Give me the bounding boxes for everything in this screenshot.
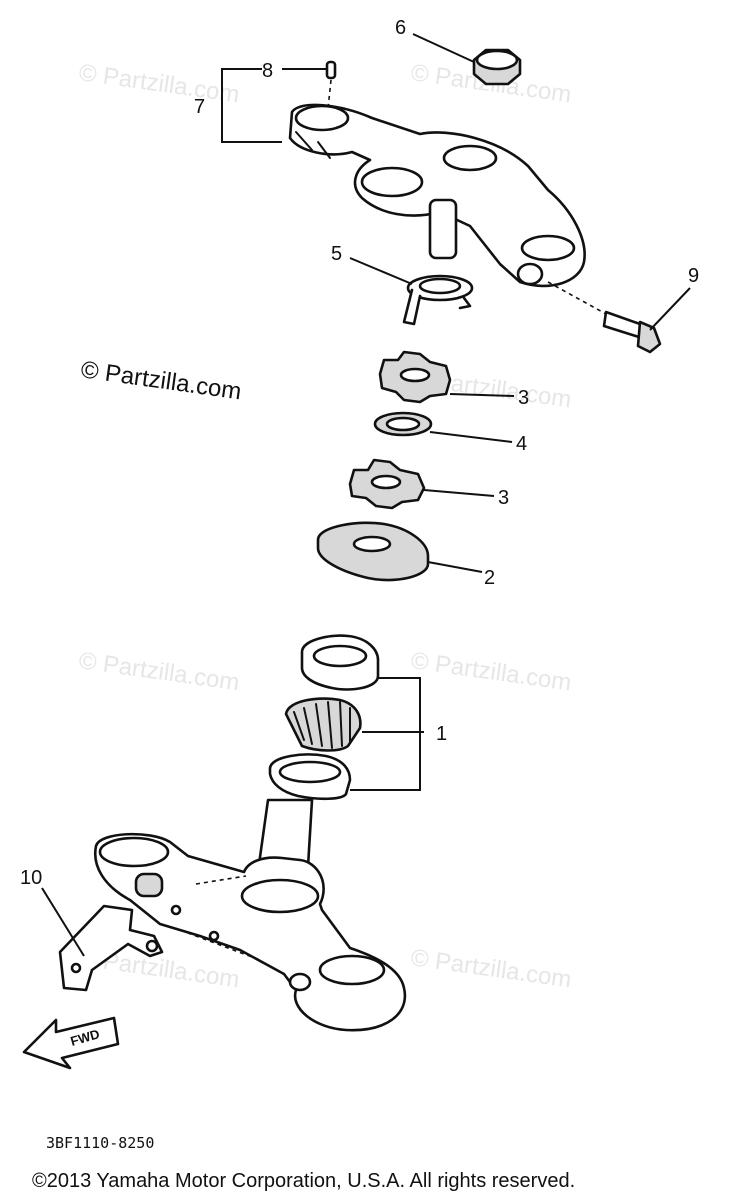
watermark-4: © Partzilla.com [77,647,241,696]
leader-10 [41,887,85,957]
callout-4: 4 [516,433,527,455]
fwd-arrow-icon: FWD [22,1016,120,1070]
watermark-1: © Partzilla.com [77,59,241,108]
callout-2: 2 [484,567,495,589]
callout-3a: 3 [518,387,529,409]
diagram-code: 3BF1110-8250 [46,1134,154,1152]
lower-bracket-steering-stem [93,798,407,1032]
callout-3b: 3 [498,487,509,509]
callout-6: 6 [395,17,406,39]
callout-7: 7 [194,96,205,118]
callout-1: 1 [436,723,447,745]
callout-10: 10 [20,867,42,889]
watermark-7: © Partzilla.com [409,944,573,993]
part-1-bearing-set [268,634,380,801]
part-10-stay [58,904,164,992]
callout-5: 5 [331,243,342,265]
callout-8: 8 [262,60,273,82]
leader-4 [429,431,513,443]
leader-3b [423,489,495,497]
bracket-7 [221,68,282,143]
leader-5 [349,257,413,285]
watermark-5: © Partzilla.com [409,647,573,696]
part-3-ring-nut-upper [378,350,452,404]
part-9-bolt [547,281,662,354]
part-8-pin [325,60,337,80]
leader-2 [427,561,483,573]
part-2-seal [316,521,430,582]
part-7-upper-bracket [288,103,586,288]
part-3-ring-nut-lower [348,458,426,510]
callout-9: 9 [688,265,699,287]
leader-3a [449,393,515,397]
part-5-lock-washer [402,274,474,326]
part-6-cap-nut [472,48,522,86]
copyright-notice: ©2013 Yamaha Motor Corporation, U.S.A. A… [32,1170,575,1192]
watermark-dark: © Partzilla.com [79,356,243,405]
bracket-1 [350,677,424,791]
part-4-washer [373,411,433,437]
leader-9 [649,287,691,331]
leader-6 [412,33,475,63]
